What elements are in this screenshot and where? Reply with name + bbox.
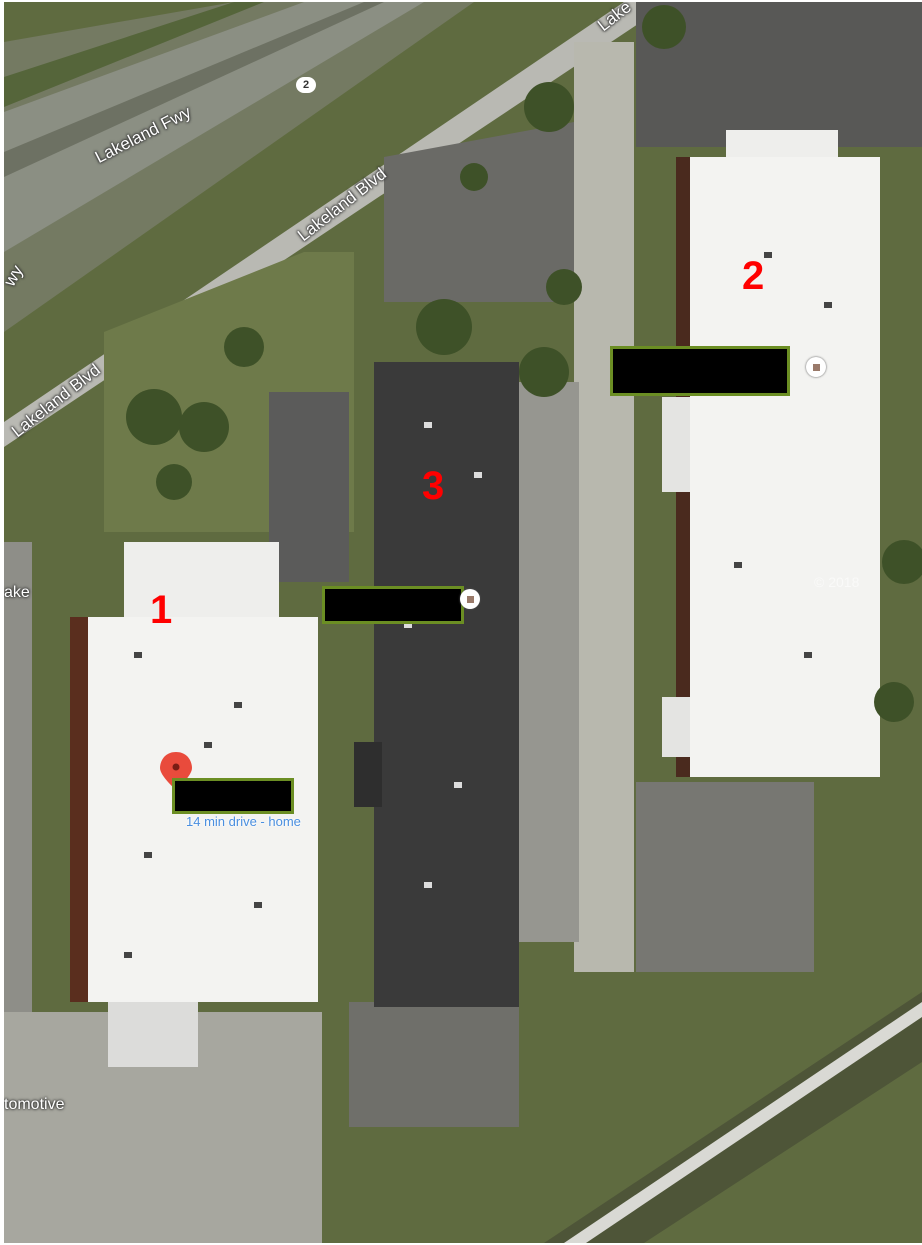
poi-marker-icon[interactable] (460, 589, 480, 609)
route-shield-icon: 2 (296, 77, 316, 93)
building-number-1: 1 (150, 588, 173, 632)
map-imagery (4, 2, 922, 1243)
map-copyright: © 2018 (814, 574, 860, 590)
place-label-lake: ake (4, 584, 30, 601)
poi-marker-icon[interactable] (806, 357, 826, 377)
place-label-automotive: tomotive (4, 1096, 65, 1113)
redaction-box-building-2 (610, 346, 790, 396)
drive-time-label[interactable]: 14 min drive - home (186, 814, 301, 829)
redaction-box-building-1 (172, 778, 294, 814)
building-number-2: 2 (742, 254, 765, 298)
satellite-map[interactable]: Lakeland Fwy Lakeland Blvd Lakeland Blvd… (4, 2, 922, 1243)
building-number-3: 3 (422, 464, 445, 508)
redaction-box-building-3 (322, 586, 464, 624)
